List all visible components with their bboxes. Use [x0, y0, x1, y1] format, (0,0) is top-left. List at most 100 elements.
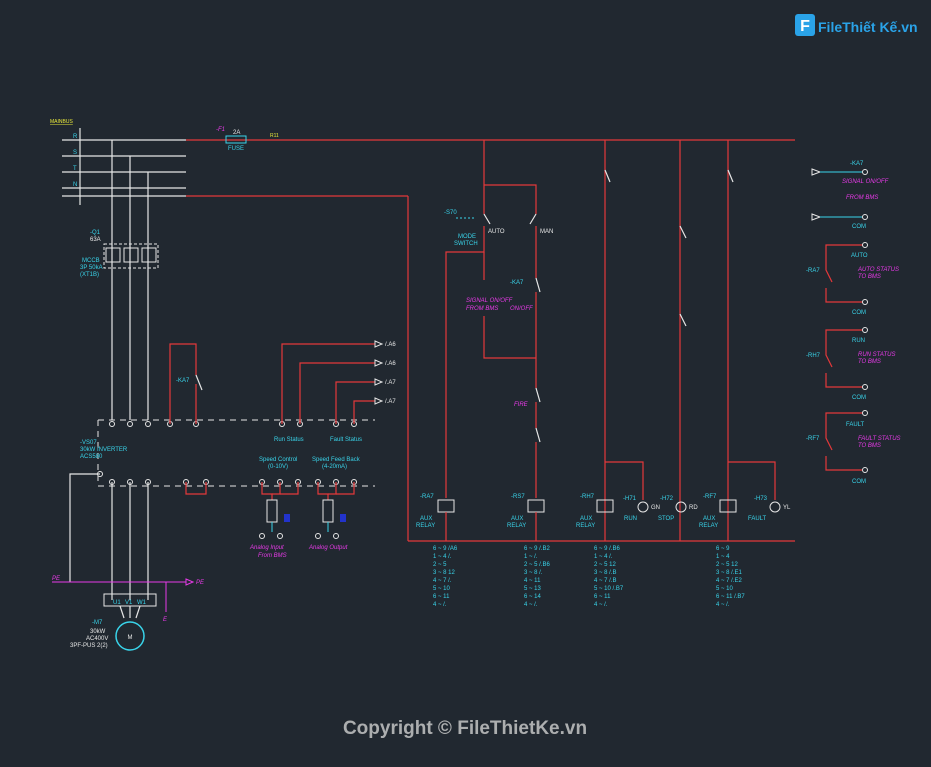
inverter: -VS07 30kW INVERTER ACS580 -KA7 [69, 343, 375, 600]
ref-1: /.A6 [385, 342, 396, 348]
svg-text:2 ~ 5 12: 2 ~ 5 12 [594, 562, 617, 568]
svg-text:2 ~ 5 /.B6: 2 ~ 5 /.B6 [524, 562, 551, 568]
motor-terminal-u: U1 [113, 600, 121, 606]
motor-tag: -M7 [92, 620, 103, 626]
svg-text:6 ~ 11: 6 ~ 11 [594, 594, 611, 600]
output-2-label-3: TO BMS [858, 274, 881, 280]
pe-right: PE [196, 580, 205, 586]
breaker-tag: -Q1 [90, 230, 101, 236]
mode-switch-label-1: MODE [458, 234, 476, 240]
output-4-label-2: FAULT STATUS [858, 436, 901, 442]
pe-left: PE [52, 576, 61, 582]
ref-3: /.A7 [385, 380, 396, 386]
svg-text:6 ~ 11 /.B7: 6 ~ 11 /.B7 [716, 594, 745, 600]
output-3-tag: -RH7 [806, 353, 821, 359]
svg-text:2 ~ 5 12: 2 ~ 5 12 [716, 562, 739, 568]
main-bus: MAINBUS R S T N [50, 119, 186, 205]
relay-3-label-1: AUX [580, 516, 592, 522]
bms-outputs: -KA7 SIGNAL ON/OFF FROM BMS COM -RA7 AUT… [806, 161, 901, 485]
lamp-1-tag: -H71 [623, 496, 637, 502]
svg-text:4 ~ /.: 4 ~ /. [524, 602, 538, 608]
output-1-com: COM [852, 224, 866, 230]
relay-1-label-1: AUX [420, 516, 432, 522]
svg-text:4 ~ 7 /.E2: 4 ~ 7 /.E2 [716, 578, 743, 584]
on-off-label: ON/OFF [510, 306, 533, 312]
contact-list-1: 6 ~ 9 /A6 1 ~ 4 /. 2 ~ 5 3 ~ 8 12 4 ~ 7 … [433, 546, 458, 608]
fire-label: FIRE [514, 402, 529, 408]
relay-4-label-2: RELAY [699, 523, 718, 529]
speed-feedback-range: (4-20mA) [322, 464, 347, 470]
lamp-2-tag: -H72 [660, 496, 674, 502]
contact-list-3: 6 ~ 9 /.B6 1 ~ 4 /. 2 ~ 5 12 3 ~ 8 /.B 4… [594, 546, 624, 608]
inverter-desc-2: ACS580 [80, 454, 103, 460]
signal-bms-2: FROM BMS [466, 306, 498, 312]
lamp-1-color: GN [651, 505, 660, 511]
output-2-tag: -RA7 [806, 268, 820, 274]
logo-badge-letter: F [800, 18, 810, 35]
svg-text:3 ~ 8 12: 3 ~ 8 12 [433, 570, 456, 576]
ref-2: /.A6 [385, 361, 396, 367]
svg-text:4 ~ 7 /.B: 4 ~ 7 /.B [594, 578, 617, 584]
output-3-com: COM [852, 395, 866, 401]
contact-ka7: -KA7 [510, 280, 524, 286]
output-2-com: COM [852, 310, 866, 316]
fault-status-label: Fault Status [330, 437, 362, 443]
svg-text:3 ~ 8 /.B: 3 ~ 8 /.B [594, 570, 617, 576]
svg-text:5 ~ 10: 5 ~ 10 [716, 586, 734, 592]
motor: PE PE E M U1 V1 W1 -M7 30kW AC400V 3PF-P… [52, 576, 205, 651]
breaker-desc-2: 3P 50kA [80, 265, 103, 271]
output-1-label-1: SIGNAL ON/OFF [842, 179, 889, 185]
signal-groups: /.A6 /.A6 /.A7 /.A7 Run Status Fault Sta… [249, 340, 396, 559]
analog-input-label: Analog Input [249, 545, 284, 551]
mode-man: MAN [540, 229, 553, 235]
logo-text: FileThiết Kế.vn [818, 19, 918, 35]
motor-power: 30kW [90, 629, 106, 635]
analog-output-label: Analog Output [308, 545, 348, 551]
lamp-3-tag: -H73 [754, 496, 768, 502]
run-status-label: Run Status [274, 437, 304, 443]
mode-switch-label-2: SWITCH [454, 241, 478, 247]
output-2-label-1: AUTO [851, 253, 868, 259]
logo: F FileThiết Kế.vn [795, 14, 918, 36]
phase-n: N [73, 182, 77, 188]
lamp-2-color: RD [689, 505, 698, 511]
relay-ka-tag: -KA7 [176, 378, 190, 384]
relay-2-label-2: RELAY [507, 523, 526, 529]
svg-text:5 ~ 10: 5 ~ 10 [433, 586, 451, 592]
svg-text:1 ~ 4 /.: 1 ~ 4 /. [433, 554, 452, 560]
output-3-label-3: TO BMS [858, 359, 881, 365]
relay-4-tag: -RF7 [703, 494, 717, 500]
svg-text:3 ~ 8 /.E1: 3 ~ 8 /.E1 [716, 570, 743, 576]
motor-symbol: M [128, 635, 133, 641]
svg-text:4 ~ 7 /.: 4 ~ 7 /. [433, 578, 452, 584]
fuse-rating: 2A [233, 130, 240, 136]
svg-text:3 ~ 8 /.: 3 ~ 8 /. [524, 570, 543, 576]
svg-text:4 ~ 11: 4 ~ 11 [524, 578, 541, 584]
fuse-label: FUSE [228, 146, 244, 152]
svg-text:6 ~ 11: 6 ~ 11 [433, 594, 450, 600]
analog-input-source: From BMS [258, 553, 287, 559]
svg-text:1 ~ 4 /.: 1 ~ 4 /. [594, 554, 613, 560]
inverter-desc-1: 30kW INVERTER [80, 447, 128, 453]
mode-auto: AUTO [488, 229, 505, 235]
mode-switch-tag: -S70 [444, 210, 457, 216]
output-3-label-2: RUN STATUS [858, 352, 895, 358]
fuse: -F1 2A FUSE R11 [186, 127, 795, 542]
svg-text:4 ~ /.: 4 ~ /. [716, 602, 730, 608]
fuse-wire: R11 [270, 133, 279, 139]
breaker: -Q1 63A MCCB 3P 50kA (XT1B) [80, 140, 159, 420]
bus-name: MAINBUS [50, 119, 73, 125]
lamp-1-label: RUN [624, 516, 637, 522]
svg-text:6 ~ 9: 6 ~ 9 [716, 546, 730, 552]
svg-text:1 ~ /.: 1 ~ /. [524, 554, 538, 560]
watermark: Copyright © FileThietKe.vn [343, 718, 587, 739]
svg-text:2 ~ 5: 2 ~ 5 [433, 562, 447, 568]
lamp-3-label: FAULT [748, 516, 767, 522]
phase-t: T [73, 166, 77, 172]
output-1-label-2: FROM BMS [846, 195, 878, 201]
relay-2-label-1: AUX [511, 516, 523, 522]
output-3-label-1: RUN [852, 338, 865, 344]
svg-text:4 ~ /.: 4 ~ /. [433, 602, 447, 608]
relay-1-label-2: RELAY [416, 523, 435, 529]
